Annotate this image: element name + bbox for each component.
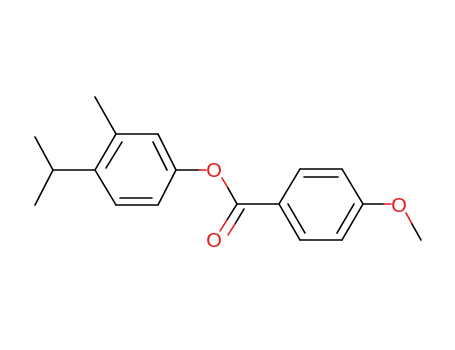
left-ring-bond-6 bbox=[94, 169, 117, 206]
isopropyl-methyl-bond-upper bbox=[34, 136, 54, 171]
right-ring-double-3 bbox=[287, 203, 306, 234]
carbonyl-oxygen-label: O bbox=[206, 230, 222, 252]
left-ring-bond-4 bbox=[157, 169, 177, 206]
isopropyl-methyl-bond-lower bbox=[34, 169, 54, 206]
carbonyl-double-bond-a-red bbox=[219, 219, 228, 232]
left-ring-double-2 bbox=[152, 141, 168, 171]
left-ring-bond-1 bbox=[94, 133, 117, 171]
methyl-bond bbox=[94, 96, 117, 135]
carbonyl-double-bond-b-red bbox=[227, 223, 236, 236]
right-ring-bond-6 bbox=[278, 203, 301, 241]
right-ring-bond-4 bbox=[341, 203, 364, 241]
ester-oxygen-to-carbonyl-bond bbox=[227, 187, 238, 205]
left-ring-double-1 bbox=[105, 141, 123, 169]
right-ring-bond-1 bbox=[278, 168, 301, 205]
right-ring-double-2 bbox=[336, 203, 355, 234]
methoxy-oxygen-label: O bbox=[391, 195, 407, 217]
carbonyl-double-bond-b bbox=[234, 208, 245, 225]
left-ring-bond-3 bbox=[157, 133, 177, 171]
methoxy-oxygen-to-methyl-red bbox=[405, 212, 413, 225]
carbonyl-double-bond-a bbox=[226, 203, 238, 221]
ester-oxygen-label: O bbox=[206, 160, 222, 182]
right-ring-bond-3 bbox=[341, 168, 364, 205]
ester-oxygen-to-carbonyl-bond-red bbox=[221, 177, 229, 189]
methoxy-oxygen-to-methyl bbox=[411, 223, 422, 241]
